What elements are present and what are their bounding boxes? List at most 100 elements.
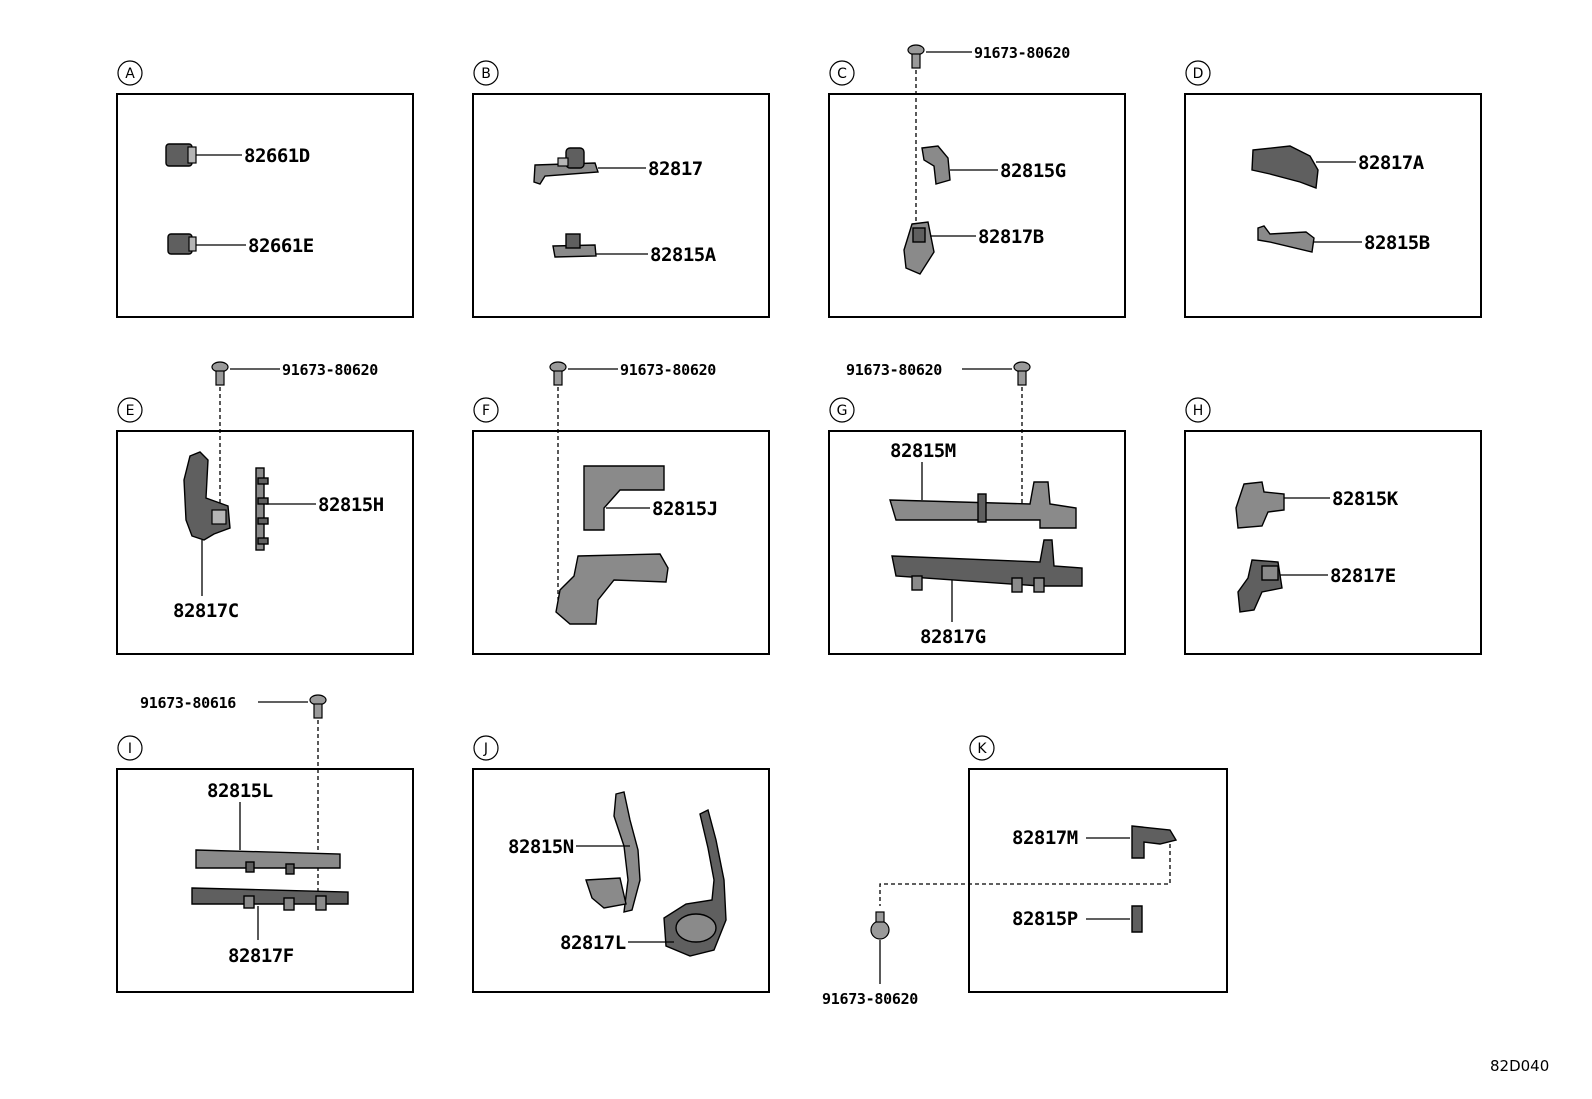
group-f-frame — [472, 430, 770, 655]
part-82817m-shape — [1131, 825, 1178, 859]
group-c-letter: C — [837, 66, 847, 82]
part-label[interactable]: 82817B — [978, 226, 1044, 248]
part-label[interactable]: 82815P — [1012, 908, 1078, 930]
bolt-icon — [907, 44, 925, 69]
group-h: H 82815K 82817E — [1184, 397, 1482, 655]
group-g-frame — [828, 430, 1126, 655]
bolt-label[interactable]: 91673-80620 — [974, 44, 1071, 62]
group-i-marker — [117, 735, 143, 761]
bolt-icon — [309, 694, 327, 719]
part-82815j-lower-shape — [555, 553, 669, 625]
bolt-icon — [549, 361, 567, 386]
group-k-marker — [969, 735, 995, 761]
group-k-letter: K — [977, 741, 987, 757]
group-c-frame — [828, 93, 1126, 318]
part-82817a-shape — [1251, 145, 1319, 189]
part-82815l-shape — [195, 849, 341, 875]
part-82817g-shape — [891, 539, 1083, 593]
part-label[interactable]: 82815A — [650, 244, 717, 266]
part-label[interactable]: 82817A — [1358, 152, 1425, 174]
group-d-frame — [1184, 93, 1482, 318]
bolt-icon — [211, 361, 229, 386]
part-82815j-shape — [583, 465, 665, 531]
part-label[interactable]: 82817L — [560, 932, 626, 954]
group-b-frame — [472, 93, 770, 318]
part-label[interactable]: 82817F — [228, 945, 294, 967]
bolt-icon — [870, 911, 890, 940]
bolt-label[interactable]: 91673-80620 — [846, 361, 943, 379]
group-h-frame — [1184, 430, 1482, 655]
group-b: B 82817 82815A — [472, 60, 770, 318]
group-b-marker — [473, 60, 499, 86]
group-h-letter: H — [1193, 403, 1204, 419]
group-e-marker — [117, 397, 143, 423]
part-82661d-shape — [165, 143, 197, 167]
part-82817l-shape — [663, 808, 727, 957]
part-label[interactable]: 82815M — [890, 440, 956, 462]
part-label[interactable]: 82817C — [173, 600, 239, 622]
part-label[interactable]: 82661E — [248, 235, 314, 257]
group-a-letter: A — [125, 66, 135, 82]
part-82817f-shape — [191, 887, 349, 911]
group-c-marker — [829, 60, 855, 86]
group-h-marker — [1185, 397, 1211, 423]
bolt-label[interactable]: 91673-80616 — [140, 694, 237, 712]
part-label[interactable]: 82817M — [1012, 827, 1078, 849]
group-g-letter: G — [837, 403, 848, 419]
group-a-frame — [116, 93, 414, 318]
part-label[interactable]: 82817G — [920, 626, 986, 648]
group-i-frame — [116, 768, 414, 993]
part-label[interactable]: 82661D — [244, 145, 310, 167]
bolt-label[interactable]: 91673-80620 — [620, 361, 717, 379]
group-d-marker — [1185, 60, 1211, 86]
part-82815n-shape — [585, 791, 641, 913]
group-k-frame — [968, 768, 1228, 993]
part-82815k-shape — [1235, 481, 1285, 529]
group-j-frame — [472, 768, 770, 993]
part-label[interactable]: 82815B — [1364, 232, 1430, 254]
group-j-marker — [473, 735, 499, 761]
part-82815g-shape — [921, 145, 951, 185]
group-a: A 82661D 82661E — [116, 60, 414, 318]
part-label[interactable]: 82817 — [648, 158, 703, 180]
part-82815b-shape — [1257, 225, 1315, 253]
part-label[interactable]: 82815G — [1000, 160, 1066, 182]
part-82817-shape — [533, 147, 599, 185]
group-f-marker — [473, 397, 499, 423]
group-i-letter: I — [128, 741, 132, 757]
group-c: C 91673-80620 82815G 82817B — [828, 44, 1126, 318]
group-j: J 82815N 82817L — [472, 735, 770, 993]
part-label[interactable]: 82815J — [652, 498, 718, 520]
bolt-label[interactable]: 91673-80620 — [282, 361, 379, 379]
part-82815a-shape — [552, 233, 597, 258]
part-82815p-shape — [1131, 905, 1143, 933]
part-82817b-shape — [903, 221, 935, 275]
part-82817c-shape — [183, 451, 231, 541]
group-g-marker — [829, 397, 855, 423]
part-label[interactable]: 82815L — [207, 780, 273, 802]
group-d-letter: D — [1193, 66, 1204, 82]
diagram-ref-code: 82D040 — [1490, 1057, 1549, 1075]
part-label[interactable]: 82817E — [1330, 565, 1396, 587]
group-f: F 91673-80620 82815J — [472, 361, 770, 655]
group-b-letter: B — [481, 66, 491, 82]
group-e-letter: E — [126, 403, 135, 419]
group-e: E 91673-80620 82817C 82815H — [116, 361, 414, 655]
group-k: K 82817M 82815P 91673-80620 — [822, 735, 1228, 1008]
part-label[interactable]: 82815H — [318, 494, 384, 516]
part-label[interactable]: 82815N — [508, 836, 574, 858]
group-f-letter: F — [482, 403, 490, 419]
part-82815m-shape — [889, 481, 1077, 529]
part-82817e-shape — [1237, 559, 1283, 613]
part-label[interactable]: 82815K — [1332, 488, 1399, 510]
group-g: G 91673-80620 82815M 82817G — [828, 361, 1126, 655]
bolt-label[interactable]: 91673-80620 — [822, 990, 919, 1008]
group-e-frame — [116, 430, 414, 655]
group-d: D 82817A 82815B — [1184, 60, 1482, 318]
part-82815h-shape — [255, 467, 269, 551]
part-82661e-shape — [167, 233, 197, 255]
bolt-icon — [1013, 361, 1031, 386]
group-j-letter: J — [483, 741, 488, 757]
group-a-marker — [117, 60, 143, 86]
